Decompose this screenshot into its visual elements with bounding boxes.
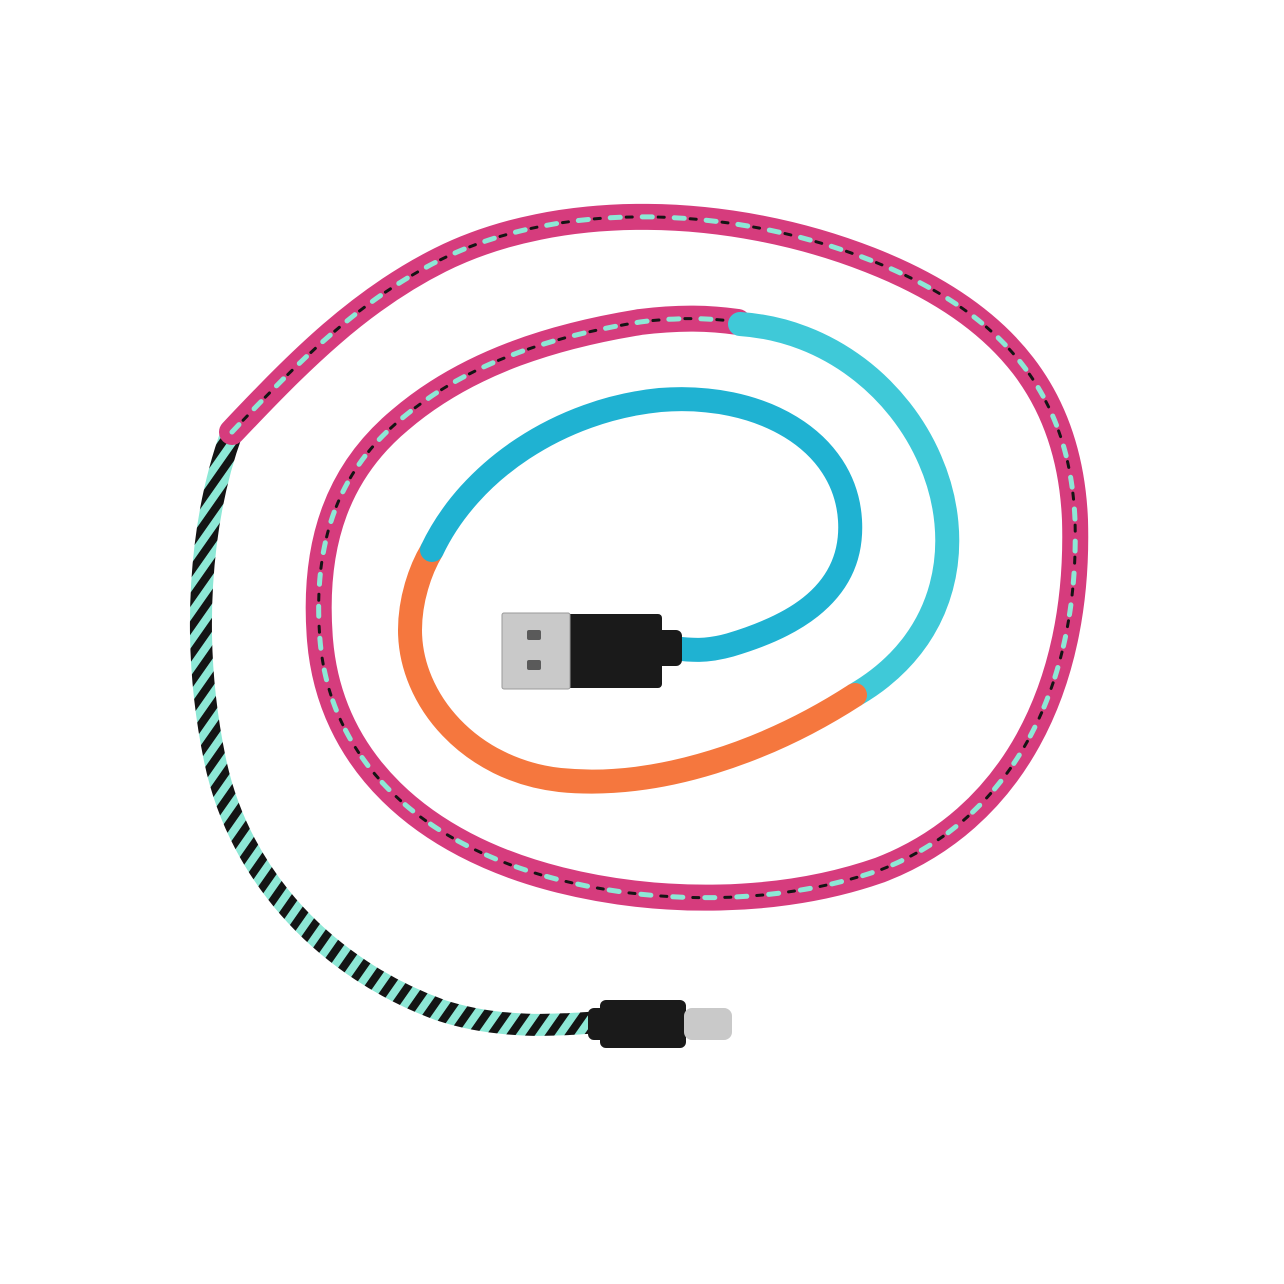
striped-cable-segment (189, 421, 611, 1036)
usb-plug-housing (566, 614, 662, 688)
usb-a-plug (501, 612, 682, 690)
aqua-cable-segment (728, 312, 960, 707)
usb-shell-slot (527, 630, 541, 640)
braid-weave-strand (230, 215, 1077, 900)
usb-strain-relief (656, 630, 682, 666)
lightning-connector-tip (684, 1008, 732, 1040)
usb-metal-shell (501, 612, 571, 690)
usb-shell-slot (527, 660, 541, 670)
lightning-plug-housing (600, 1000, 686, 1048)
orange-cable-segment (397, 538, 867, 794)
braid-weave-strand (229, 214, 1078, 901)
blue-cable-segment (420, 387, 863, 662)
lightning-plug (588, 1000, 732, 1048)
